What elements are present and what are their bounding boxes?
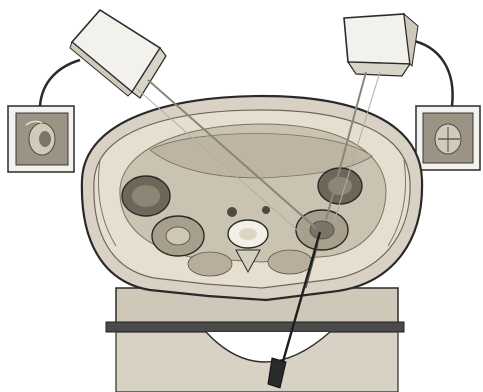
monitor-left — [8, 106, 74, 172]
cable-left — [40, 60, 80, 106]
body-cross-section — [82, 96, 422, 300]
probe-right — [344, 14, 418, 76]
monitor-right — [416, 106, 480, 170]
cable-right — [410, 40, 453, 106]
table — [106, 288, 404, 392]
probe-left — [70, 10, 166, 98]
